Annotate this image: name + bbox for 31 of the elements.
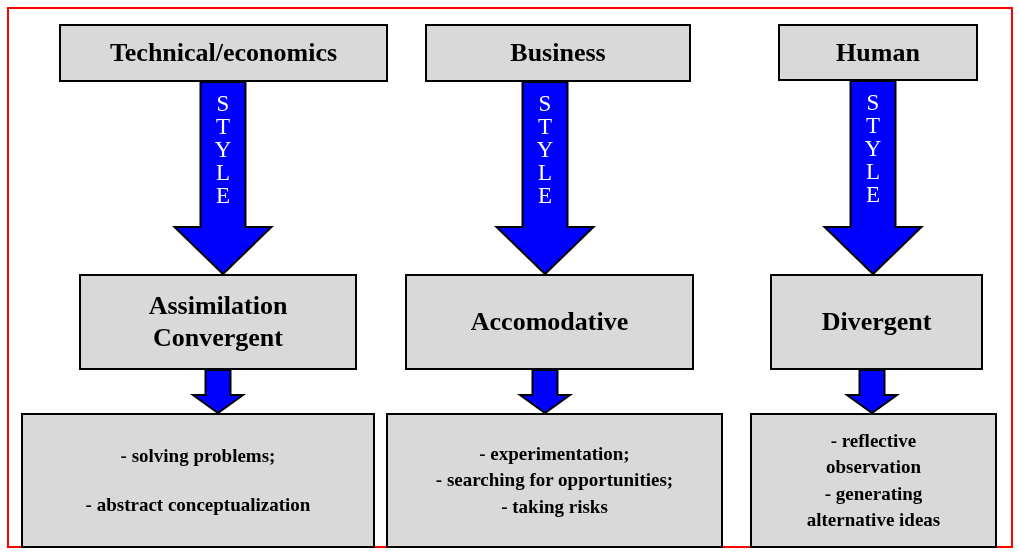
block-arrow <box>494 81 596 276</box>
description-box <box>21 413 375 548</box>
description-item: - taking risks <box>500 494 609 519</box>
edge-label: STYLE <box>213 92 233 207</box>
block-arrow <box>516 369 574 415</box>
category-title: Technical/economics <box>109 37 338 69</box>
description-item: - solving problems; <box>119 444 277 469</box>
description-box <box>750 413 997 548</box>
category-box <box>59 24 388 82</box>
description-item: - generating alternative ideas <box>805 481 942 532</box>
style-title: Accomodative <box>469 305 630 338</box>
category-box <box>425 24 691 82</box>
category-title: Business <box>510 37 606 69</box>
description-item: - experimentation; <box>478 442 631 467</box>
block-arrow <box>189 369 247 415</box>
description-item: - abstract conceptualization <box>84 492 312 517</box>
category-box <box>778 24 978 81</box>
description-item: - searching for opportunities; <box>434 468 675 493</box>
edge-label: STYLE <box>863 91 883 206</box>
style-box <box>405 274 694 370</box>
style-title: Divergent <box>820 305 933 338</box>
block-arrow <box>822 80 924 276</box>
style-box <box>79 274 357 370</box>
description-box <box>386 413 723 548</box>
edge-label: STYLE <box>535 92 555 207</box>
style-title: Assimilation Convergent <box>147 289 289 354</box>
block-arrow <box>172 81 274 276</box>
block-arrow <box>843 369 901 415</box>
category-title: Human <box>836 36 920 69</box>
description-item: - reflective observation <box>825 429 922 480</box>
style-box <box>770 274 983 370</box>
